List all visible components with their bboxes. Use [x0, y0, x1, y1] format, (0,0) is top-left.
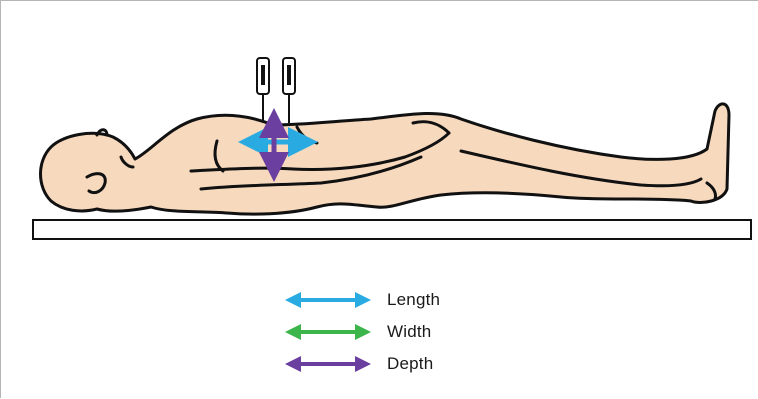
legend-label: Width: [387, 322, 431, 342]
ultrasound-probe-right: [283, 58, 295, 123]
double-arrow-icon: [283, 354, 373, 374]
ultrasound-probe-left: [257, 58, 269, 123]
legend-label: Length: [387, 290, 440, 310]
legend-label: Depth: [387, 354, 433, 374]
legend-item-width: Width: [283, 316, 440, 348]
double-arrow-icon: [283, 322, 373, 342]
legend-item-depth: Depth: [283, 348, 440, 380]
legend-item-length: Length: [283, 284, 440, 316]
double-arrow-icon: [283, 290, 373, 310]
patient-figure: [41, 104, 730, 214]
examination-table: [33, 220, 751, 239]
